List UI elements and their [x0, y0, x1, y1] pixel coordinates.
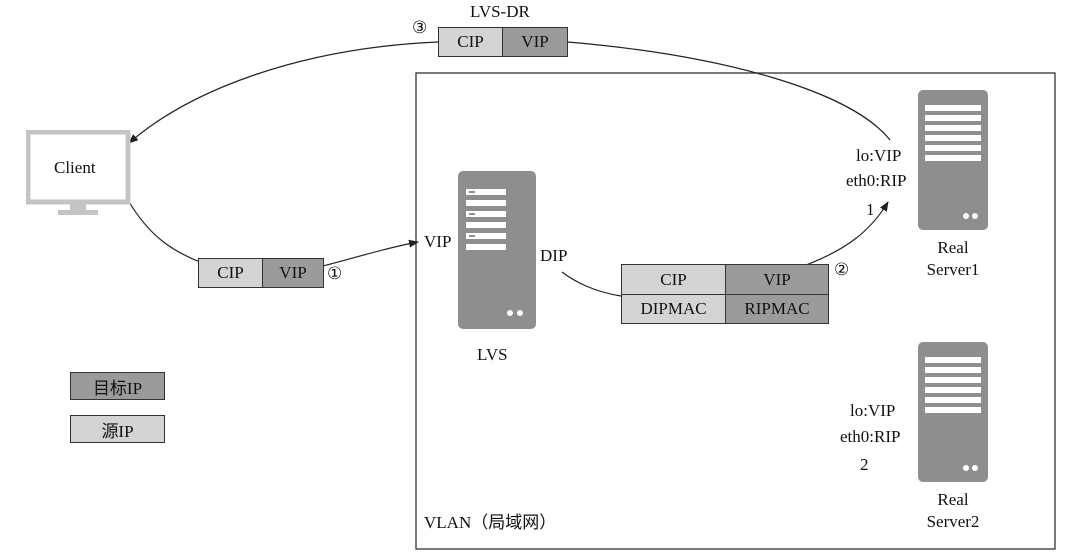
step-1-marker: ①: [327, 264, 343, 283]
packet3-to-client-arrow: [128, 41, 439, 144]
server2-index-label: 2: [860, 455, 869, 474]
server2-eth0-label: eth0:RIP: [840, 427, 901, 446]
client-monitor-icon: [26, 130, 131, 215]
packet1-dst-cell: VIP: [262, 258, 324, 288]
lvs-server-icon: [458, 171, 536, 329]
packet2-src-mac-cell: DIPMAC: [621, 294, 726, 324]
vlan-label: VLAN（局域网）: [424, 513, 557, 532]
diagram-title: LVS-DR: [470, 2, 530, 21]
packet1-to-lvs-arrow: [322, 239, 419, 267]
real-server2-icon: [918, 342, 988, 482]
client-label: Client: [54, 158, 96, 177]
packet2-dst-ip-cell: VIP: [725, 264, 829, 295]
server1-eth0-label: eth0:RIP: [846, 171, 907, 190]
server1-index-label: 1: [866, 200, 875, 219]
dip-to-packet2-line: [561, 271, 622, 297]
lvs-vip-label: VIP: [424, 232, 452, 251]
server1-to-packet3-line: [567, 41, 891, 141]
packet1-src-cell: CIP: [198, 258, 263, 288]
server1-name-line1: Real: [937, 238, 969, 257]
packet3-dst-cell: VIP: [502, 27, 568, 57]
legend-dest-ip: 目标IP: [70, 372, 165, 400]
legend-src-ip: 源IP: [70, 415, 165, 443]
lvs-label: LVS: [477, 345, 508, 364]
packet2-to-server1-arrow: [805, 201, 889, 266]
client-to-packet1-line: [127, 199, 201, 263]
server2-lo-label: lo:VIP: [850, 401, 896, 420]
packet2-src-ip-cell: CIP: [621, 264, 726, 295]
packet2-dst-mac-cell: RIPMAC: [725, 294, 829, 324]
packet3-src-cell: CIP: [438, 27, 503, 57]
step-3-marker: ③: [412, 18, 428, 37]
lvs-dip-label: DIP: [540, 246, 568, 265]
server2-name-line2: Server2: [926, 512, 980, 531]
server1-lo-label: lo:VIP: [856, 146, 902, 165]
server2-name-line1: Real: [937, 490, 969, 509]
vlan-boundary: [415, 72, 1056, 550]
server1-name-line2: Server1: [926, 260, 980, 279]
real-server1-icon: [918, 90, 988, 230]
step-2-marker: ②: [834, 260, 850, 279]
